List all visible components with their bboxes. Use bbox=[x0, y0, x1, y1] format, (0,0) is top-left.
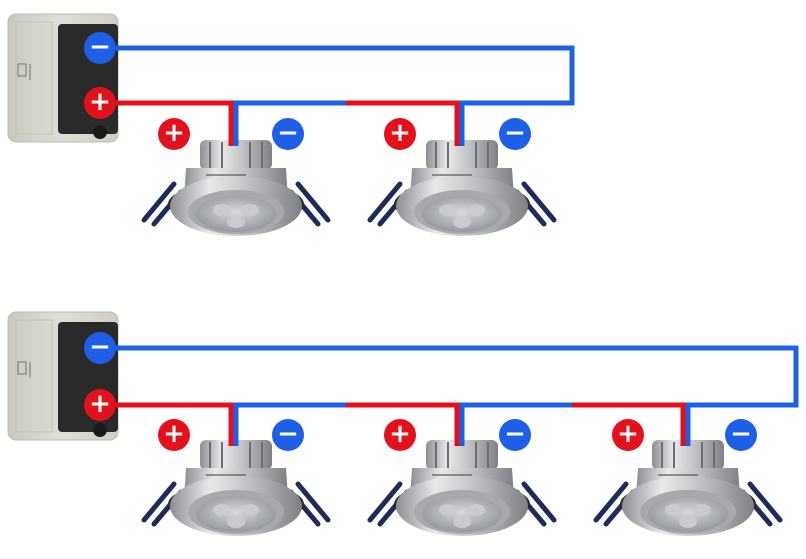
polarity-symbol: + bbox=[89, 87, 111, 117]
plus-label: + bbox=[158, 419, 190, 451]
driver-negative-terminal: − bbox=[84, 332, 116, 364]
positive-wire bbox=[346, 100, 460, 146]
driver-negative-terminal: − bbox=[84, 32, 116, 64]
positive-wire bbox=[116, 402, 234, 446]
plus-label: + bbox=[158, 118, 190, 150]
positive-wire bbox=[116, 100, 234, 146]
driver-positive-terminal: + bbox=[84, 389, 116, 421]
minus-label: − bbox=[725, 419, 757, 451]
plus-label: + bbox=[384, 118, 416, 150]
minus-label: − bbox=[272, 118, 304, 150]
downlight-2 bbox=[370, 440, 554, 536]
driver-positive-terminal: + bbox=[84, 87, 116, 119]
polarity-symbol: − bbox=[504, 419, 526, 449]
positive-wire bbox=[572, 402, 686, 446]
polarity-symbol: + bbox=[389, 419, 411, 449]
three-light-circuit: − + + − + − + − bbox=[7, 311, 799, 536]
polarity-symbol: − bbox=[730, 419, 752, 449]
polarity-symbol: + bbox=[617, 419, 639, 449]
two-light-circuit: − + + − + − bbox=[7, 13, 575, 236]
negative-wire bbox=[116, 345, 799, 446]
downlight-2 bbox=[370, 140, 554, 236]
polarity-symbol: − bbox=[277, 419, 299, 449]
downlight-3 bbox=[596, 440, 780, 536]
polarity-symbol: + bbox=[89, 389, 111, 419]
downlight-1 bbox=[144, 140, 328, 236]
downlight-1 bbox=[144, 440, 328, 536]
polarity-symbol: + bbox=[163, 118, 185, 148]
polarity-symbol: + bbox=[389, 118, 411, 148]
negative-wire bbox=[116, 45, 575, 146]
polarity-symbol: − bbox=[89, 32, 111, 62]
polarity-symbol: − bbox=[277, 118, 299, 148]
plus-label: + bbox=[384, 419, 416, 451]
positive-wire bbox=[346, 402, 460, 446]
minus-label: − bbox=[499, 118, 531, 150]
polarity-symbol: + bbox=[163, 419, 185, 449]
polarity-symbol: − bbox=[89, 332, 111, 362]
plus-label: + bbox=[612, 419, 644, 451]
minus-label: − bbox=[272, 419, 304, 451]
polarity-symbol: − bbox=[504, 118, 526, 148]
minus-label: − bbox=[499, 419, 531, 451]
